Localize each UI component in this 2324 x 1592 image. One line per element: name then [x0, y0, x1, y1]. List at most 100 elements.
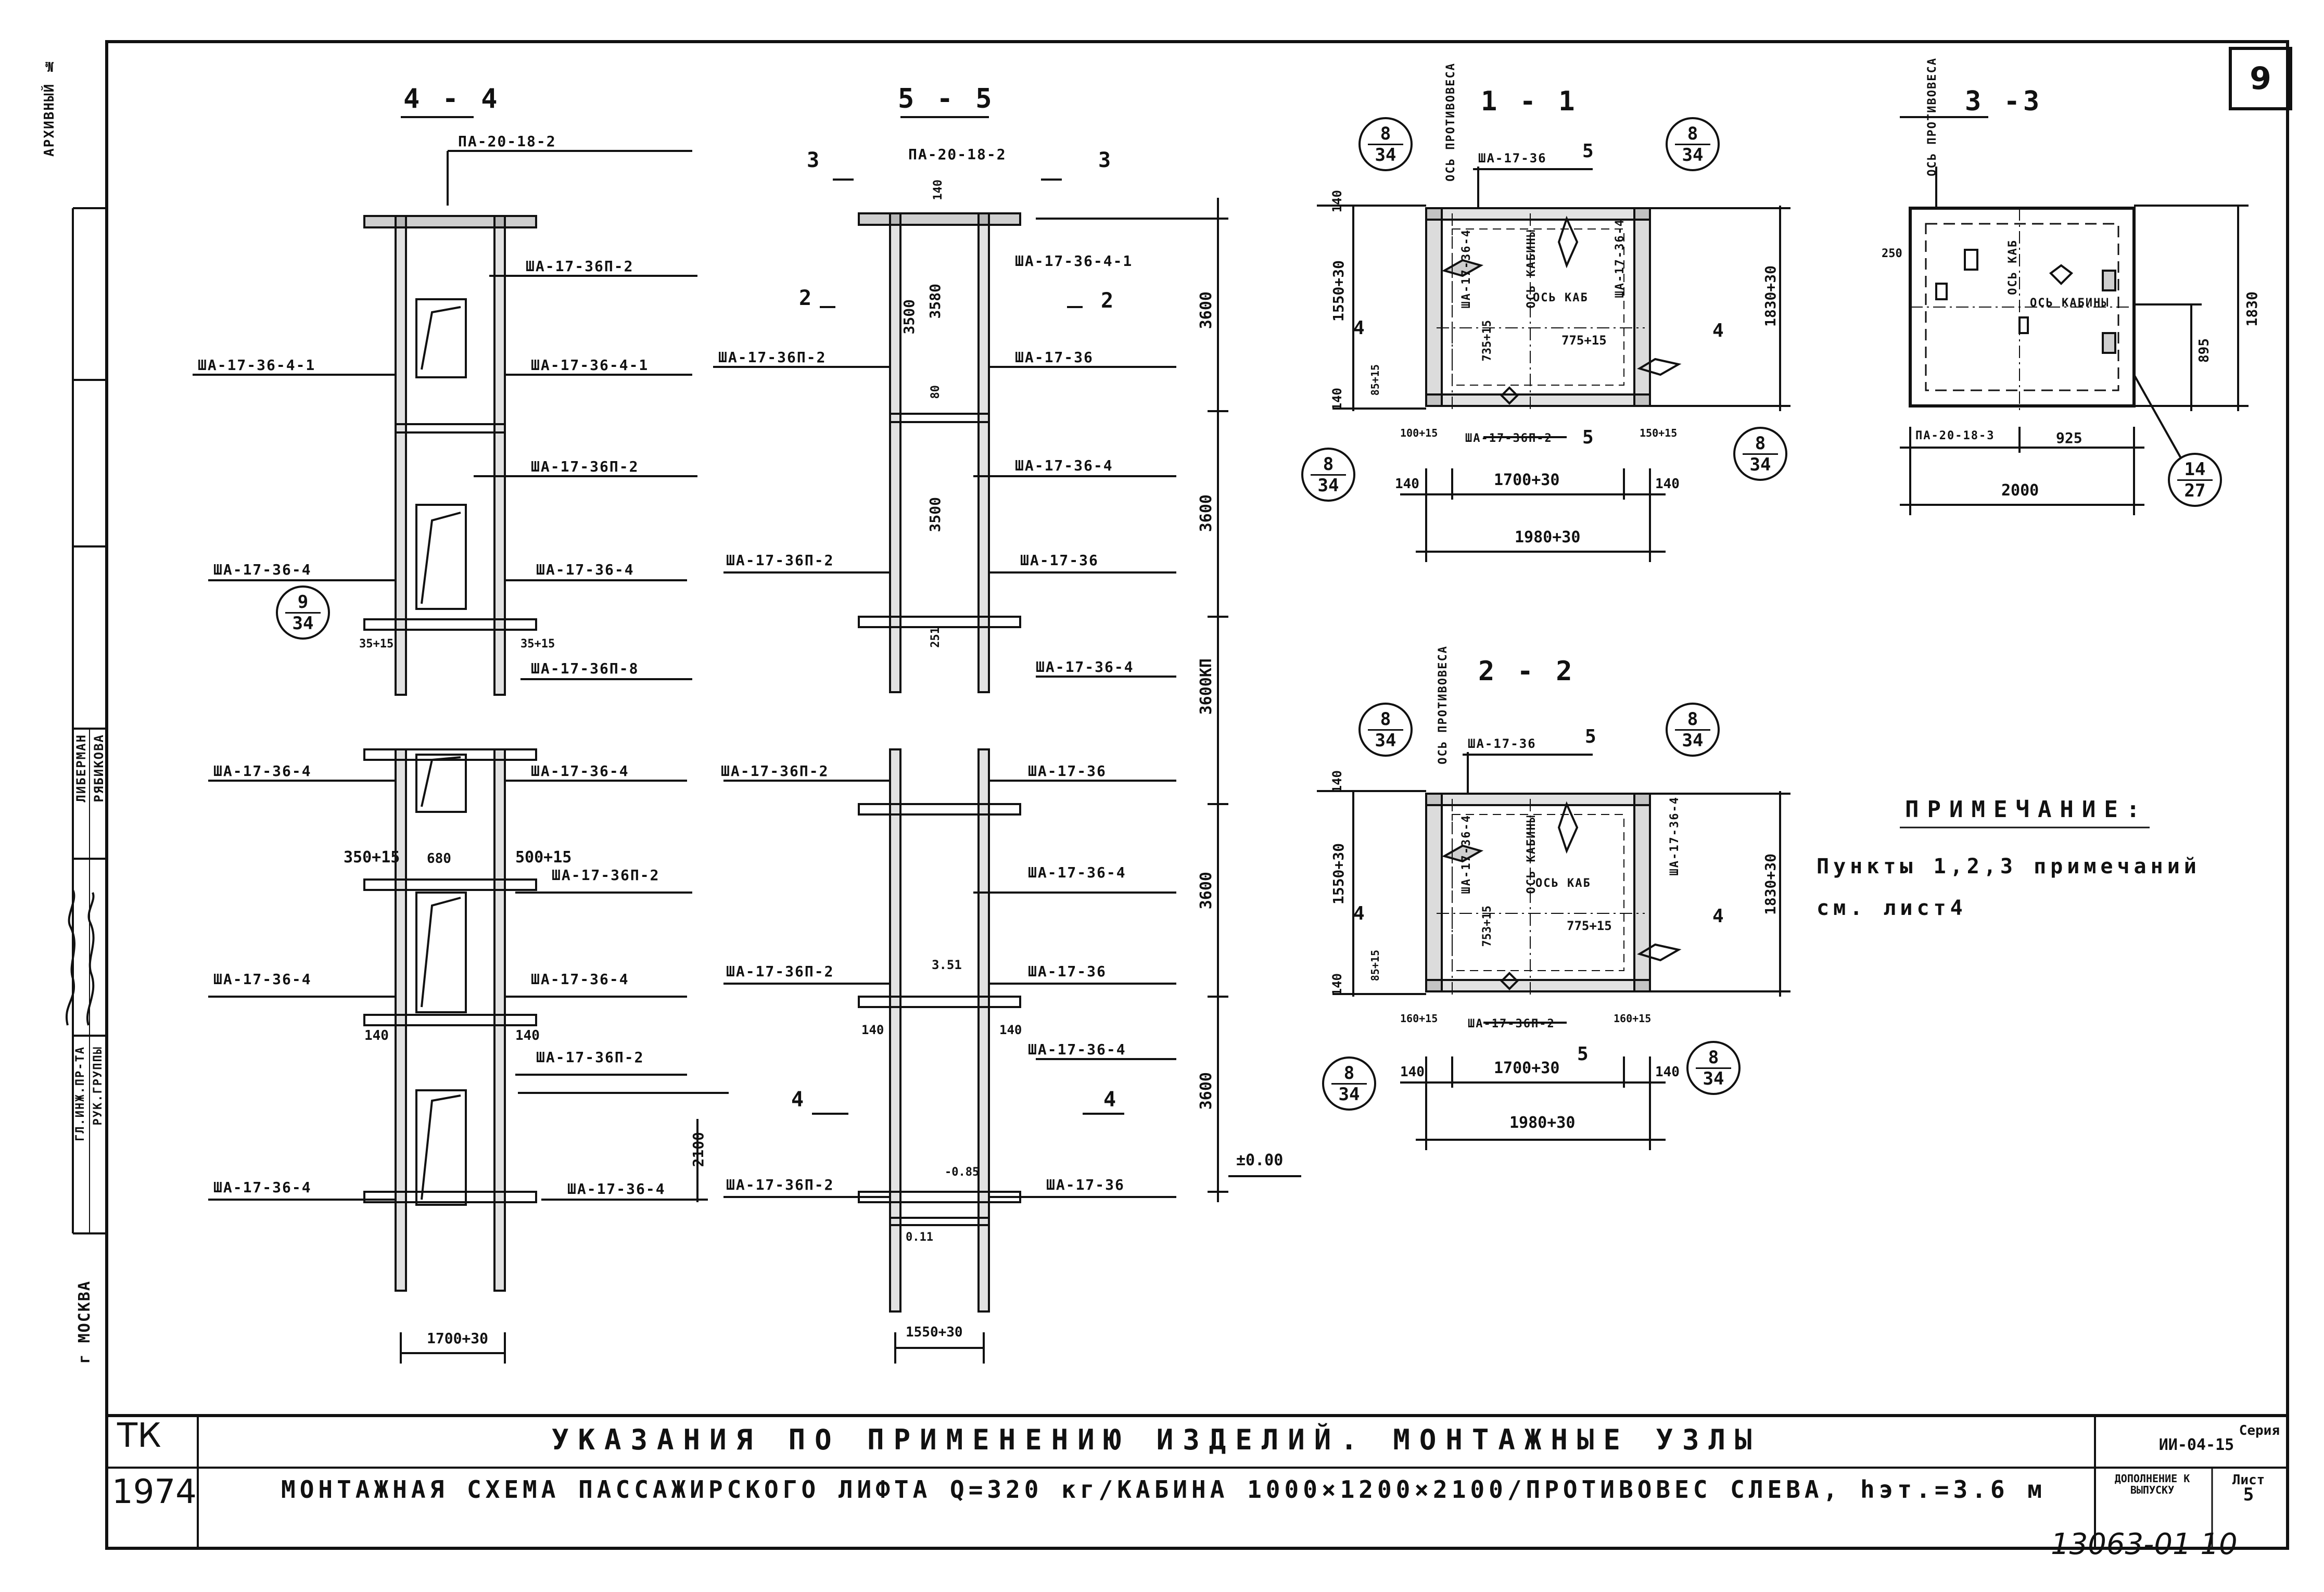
callout-bottom: 27: [2184, 480, 2206, 501]
s55-label: ША-17-36: [1020, 552, 1099, 569]
s33-dim: 1830: [2243, 291, 2260, 327]
sheet-value: 5: [2243, 1484, 2254, 1505]
s33-dim: 895: [2196, 338, 2212, 363]
s44-label: ША-17-36-4: [213, 1179, 312, 1196]
s11-dim: 140: [1655, 476, 1680, 492]
callout-bottom: 34: [1682, 730, 1704, 751]
callout-bottom: 34: [1682, 144, 1704, 165]
s55-label: ША-17-36: [1015, 349, 1094, 366]
s11-dim: 140: [1330, 190, 1344, 213]
s22-dim: 1550+30: [1330, 843, 1347, 905]
s44-dim: 35+15: [359, 638, 394, 651]
s22-label: ША-17-36-4: [1460, 814, 1473, 894]
section-5-5-title: 5 - 5: [898, 83, 995, 114]
callout-top: 8: [1696, 1048, 1731, 1069]
s33-label: ПА-20-18-3: [1915, 429, 1995, 442]
s22-label: ША-17-36П-2: [1468, 1017, 1555, 1030]
section-3-3-title: 3 -3: [1965, 86, 2043, 117]
s55-dim: 3600: [1197, 1072, 1215, 1110]
callout-top: 9: [285, 592, 321, 614]
series-label: Серия: [2239, 1423, 2280, 1438]
section-marker: 4: [1712, 906, 1724, 927]
section-marker: 4: [1712, 320, 1724, 341]
s11-dim: 100+15: [1400, 427, 1438, 439]
s44-label: ША-17-36П-2: [536, 1049, 644, 1066]
s11-dim: 150+15: [1640, 427, 1678, 439]
title-line-2: МОНТАЖНАЯ СХЕМА ПАССАЖИРСКОГО ЛИФТА Q=32…: [281, 1475, 2046, 1504]
s11-dim: 140: [1330, 388, 1344, 411]
callout-top: 8: [1675, 709, 1710, 731]
s44-dim: 140: [364, 1028, 389, 1043]
s55-dim: 3580: [926, 284, 944, 319]
s11-dim: 1700+30: [1494, 471, 1560, 489]
s33-label: ОСЬ ПРОТИВОВЕСА: [1926, 57, 1939, 176]
issue-box: ДОПОЛНЕНИЕ К ВЫПУСКУ: [2114, 1472, 2190, 1496]
s44-label: ША-17-36-4-1: [198, 356, 316, 374]
s11-dim: 1830+30: [1762, 265, 1779, 327]
s44-label: ША-17-36-4: [536, 561, 634, 578]
detail-callout: 8 34: [1733, 427, 1787, 481]
s33-label: ОСЬ КАБ: [2006, 239, 2020, 295]
s11-label: ША-17-36-4: [1460, 229, 1473, 309]
detail-callout: 8 34: [1666, 703, 1720, 757]
s44-label: ША-17-36П-8: [531, 660, 639, 677]
s55-dim: 140: [999, 1023, 1022, 1037]
s11-label: ОСЬ КАБ: [1533, 291, 1589, 304]
s11-label: ОСЬ ПРОТИВОВЕСА: [1444, 62, 1457, 182]
s55-dim: 251: [929, 627, 942, 648]
s55-label: ША-17-36П-2: [726, 963, 834, 980]
s22-label: ОСЬ КАБ: [1535, 877, 1591, 890]
s55-label: ША-17-36-4: [1028, 1041, 1126, 1058]
s55-dim: -0.85: [945, 1166, 980, 1179]
s44-label: ША-17-36-4: [213, 971, 312, 988]
s22-dim: 140: [1400, 1064, 1425, 1080]
series-value: ИИ-04-15: [2158, 1436, 2234, 1454]
detail-callout: 8 34: [1358, 703, 1413, 757]
s22-dim: 160+15: [1400, 1012, 1438, 1025]
s44-label: ША-17-36-4-1: [531, 356, 649, 374]
s22-dim: 85+15: [1369, 950, 1381, 982]
s55-dim: 140: [861, 1023, 884, 1037]
s44-dim: 140: [515, 1028, 540, 1043]
callout-bottom: 34: [1338, 1084, 1360, 1105]
s44-dim: 680: [427, 851, 451, 867]
callout-bottom: 34: [1317, 475, 1339, 496]
s44-label: ША-17-36-4: [567, 1180, 666, 1198]
s55-label: ША-17-36-4: [1028, 864, 1126, 881]
s22-label: ША-17-36: [1468, 736, 1536, 751]
s44-label: ША-17-36П-2: [552, 867, 660, 884]
s44-dim: 350+15: [344, 848, 400, 867]
s44-dim: 35+15: [520, 638, 555, 651]
callout-bottom: 34: [1749, 454, 1771, 475]
s55-dim: 1550+30: [906, 1324, 963, 1340]
s55-label: ША-17-36П-2: [721, 762, 829, 780]
section-marker: 4: [1353, 317, 1365, 339]
section-marker: 5: [1577, 1043, 1589, 1065]
s11-dim: 735+15: [1481, 320, 1494, 362]
callout-top: 8: [1368, 124, 1403, 145]
section-marker: 5: [1582, 141, 1594, 162]
note-body: Пункты 1,2,3 примечаний см. лист4: [1817, 846, 2201, 929]
stamp-role-rg: РУК.ГРУППЫ: [92, 1046, 105, 1126]
s11-label: ША-17-36П-2: [1465, 432, 1553, 445]
s55-label: ША-17-36П-2: [726, 552, 834, 569]
callout-top: 8: [1311, 454, 1346, 476]
s44-label: ША-17-36-4: [531, 762, 629, 780]
s22-dim: 775+15: [1567, 919, 1612, 933]
detail-callout: 8 34: [1358, 117, 1413, 171]
s55-dim: ±0.00: [1236, 1151, 1284, 1169]
s22-dim: 1980+30: [1509, 1114, 1576, 1132]
s55-label: ПА-20-18-2: [908, 146, 1007, 163]
callout-top: 8: [1675, 124, 1710, 145]
archive-label: АРХИВНЫЙ №: [42, 57, 57, 157]
callout-bottom: 34: [1703, 1068, 1724, 1089]
section-4-4-title: 4 - 4: [403, 83, 501, 114]
s22-dim: 140: [1330, 770, 1344, 793]
sheet-box: Лист 5: [2215, 1473, 2282, 1505]
s55-label: ША-17-36П-2: [718, 349, 827, 366]
note-heading: ПРИМЕЧАНИЕ:: [1905, 796, 2149, 823]
s55-label: ША-17-36-4-1: [1015, 252, 1133, 270]
s11-dim: 1550+30: [1330, 260, 1347, 322]
s22-dim: 1700+30: [1494, 1059, 1560, 1077]
s33-dim: 250: [1882, 247, 1902, 260]
